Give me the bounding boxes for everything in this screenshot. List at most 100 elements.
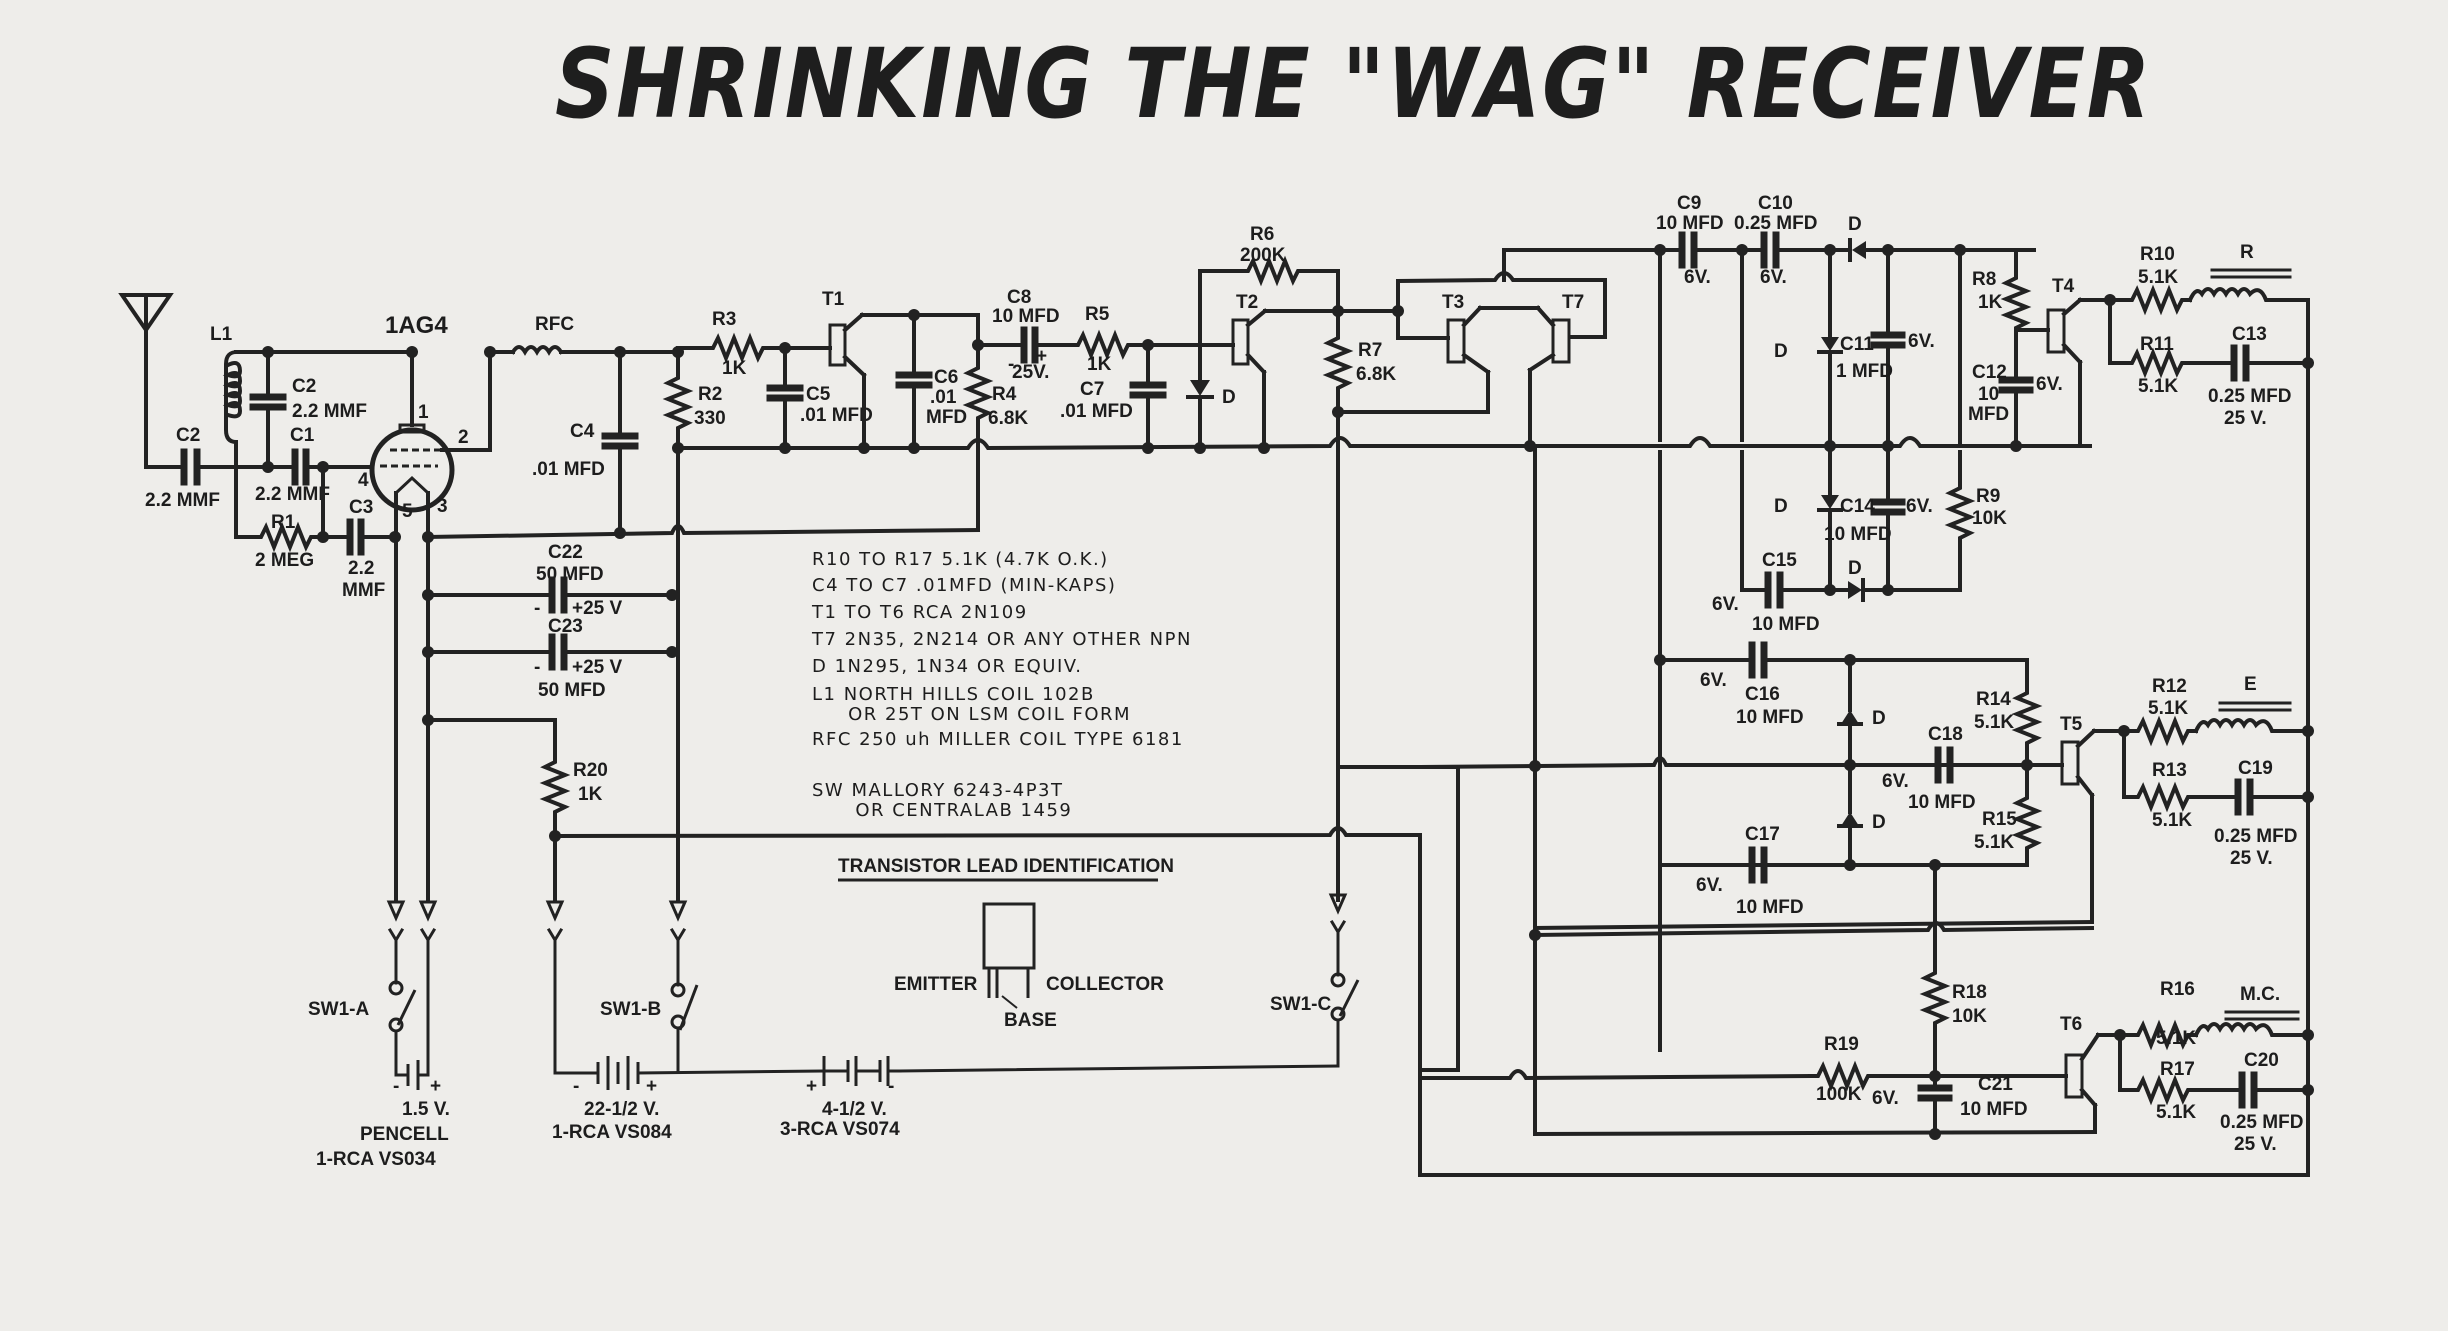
r18-ref: R18 (1952, 982, 1987, 1003)
resistor-r17: R17 5.1K (2118, 1059, 2242, 1123)
resistor-r5: R5 1K (1068, 304, 1187, 375)
mc-coil-ref: M.C. (2240, 984, 2280, 1005)
c13-ref: C13 (2232, 324, 2267, 345)
t4-ref: T4 (2052, 276, 2075, 297)
resistor-r16: R16 5.1K (2118, 979, 2198, 1049)
note-line: T7 2N35, 2N214 OR ANY OTHER NPN (811, 629, 1192, 650)
r16-ref: R16 (2160, 979, 2195, 1000)
switch-sw1-c[interactable]: SW1-C (1270, 930, 1360, 1068)
c1-ref: C1 (290, 425, 315, 446)
lead-base: BASE (1004, 1010, 1057, 1031)
c16-volt: 6V. (1700, 670, 1727, 691)
transistor-t4: T4 (2014, 276, 2112, 448)
inductor-rfc: RFC (510, 314, 574, 356)
capacitor-c11: C11 1 MFD 6V. (1836, 248, 1935, 448)
b4-volt: 4-1/2 V. (822, 1099, 887, 1120)
d2-ref: D (1848, 214, 1862, 235)
b22-volt: 22-1/2 V. (584, 1099, 659, 1120)
c20-ref: C20 (2244, 1050, 2279, 1071)
c13-value: 0.25 MFD (2208, 386, 2291, 407)
sw1-a-label: SW1-A (308, 999, 370, 1020)
c9-volt: 6V. (1684, 267, 1711, 288)
resistor-r3: R3 1K (676, 309, 832, 379)
resistor-r9: R9 10K (1948, 450, 2007, 592)
transistor-t7: T7 (1527, 292, 1584, 448)
c19-ref: C19 (2238, 758, 2273, 779)
resistor-r8: R8 1K (1972, 268, 2028, 380)
t1-ref: T1 (822, 289, 845, 310)
note-line: C4 TO C7 .01MFD (MIN-KAPS) (812, 575, 1116, 596)
lead-emitter: EMITTER (894, 974, 978, 995)
c23-volt: +25 V (572, 657, 623, 678)
earphone-coil-e: E (2193, 674, 2310, 734)
capacitor-c1: C1 2.2 MMF (255, 425, 372, 505)
switch-sw1-b[interactable]: SW1-B (600, 938, 699, 1074)
r13-ref: R13 (2152, 760, 2187, 781)
diode-d7: D (1837, 763, 1886, 865)
page-title: SHRINKING THE "WAG" RECEIVER (555, 28, 2153, 140)
r4-value: 6.8K (988, 408, 1028, 429)
c12-ref: C12 (1972, 362, 2007, 383)
tube-name: 1AG4 (385, 312, 448, 339)
c18-value: 10 MFD (1908, 792, 1976, 813)
switch-sw1-a[interactable]: SW1-A (308, 938, 417, 1033)
r15-ref: R15 (1982, 809, 2017, 830)
c14-value: 10 MFD (1824, 524, 1892, 545)
note-line: SW MALLORY 6243-4P3T (812, 780, 1064, 801)
c3-value: 2.2 (348, 558, 374, 579)
c15-volt: 6V. (1712, 594, 1739, 615)
t3-ref: T3 (1442, 292, 1464, 313)
transistor-t5: T5 (1532, 714, 2126, 931)
capacitor-c2b: C2 2.2 MMF (249, 350, 367, 469)
diode-d3: D (1774, 248, 1843, 448)
pencell-type: 1-RCA VS034 (316, 1149, 436, 1170)
c3-ref: C3 (349, 497, 373, 518)
r12-ref: R12 (2152, 676, 2187, 697)
t5-ref: T5 (2060, 714, 2083, 735)
r10-ref: R10 (2140, 244, 2175, 265)
transistor-t6: T6 (2060, 1014, 2122, 1134)
svg-text:+: + (430, 1076, 441, 1097)
c1-value: 2.2 MMF (255, 484, 330, 505)
battery-4v: + - 4-1/2 V. 3-RCA VS074 (780, 1056, 902, 1140)
c9-value: 10 MFD (1656, 213, 1724, 234)
c8-ref: C8 (1007, 287, 1031, 308)
battery-22v: - + 22-1/2 V. 1-RCA VS084 (552, 938, 824, 1143)
c8-volt: 25V. (1012, 362, 1049, 383)
r1-value: 2 MEG (255, 550, 314, 571)
svg-text:-: - (888, 1076, 894, 1097)
svg-text:-: - (393, 1076, 399, 1097)
capacitor-c8: C8 10 MFD - + 25V. (976, 287, 1072, 383)
c19-value: 0.25 MFD (2214, 826, 2297, 847)
r5-ref: R5 (1085, 304, 1110, 325)
resistor-r4: R4 6.8K (966, 343, 1028, 532)
r19-ref: R19 (1824, 1034, 1859, 1055)
capacitor-c5: C5 .01 MFD (766, 346, 873, 450)
resistor-r10: R10 5.1K (2108, 244, 2192, 312)
c18-volt: 6V. (1882, 771, 1909, 792)
r14-value: 5.1K (1974, 712, 2014, 733)
r12-value: 5.1K (2148, 698, 2188, 719)
c22-ref: C22 (548, 542, 583, 563)
diode-d6: D (1837, 658, 1886, 767)
sw1-b-label: SW1-B (600, 999, 661, 1020)
note-line: RFC 250 uh MILLER COIL TYPE 6181 (812, 729, 1184, 750)
t6-ref: T6 (2060, 1014, 2082, 1035)
t7-ref: T7 (1562, 292, 1584, 313)
r20-ref: R20 (573, 760, 608, 781)
c2a-ref: C2 (176, 425, 200, 446)
coil-l1: L1 (210, 324, 270, 469)
capacitor-c15: C15 6V. 10 MFD (1712, 550, 1850, 635)
c6-value: .01 (930, 387, 957, 408)
r7-ref: R7 (1358, 340, 1382, 361)
diode-d1: D (1186, 269, 1236, 450)
headphone-coil-r: R (2187, 242, 2310, 303)
resistor-r14: R14 5.1K (1974, 658, 2039, 767)
c22-volt: +25 V (572, 598, 623, 619)
r7-value: 6.8K (1356, 364, 1396, 385)
capacitor-c9: C9 10 MFD 6V. (1656, 193, 1744, 288)
rfc-ref: RFC (535, 314, 574, 335)
c17-ref: C17 (1745, 824, 1780, 845)
t2-ref: T2 (1236, 292, 1258, 313)
note-line: OR CENTRALAB 1459 (812, 800, 1072, 821)
